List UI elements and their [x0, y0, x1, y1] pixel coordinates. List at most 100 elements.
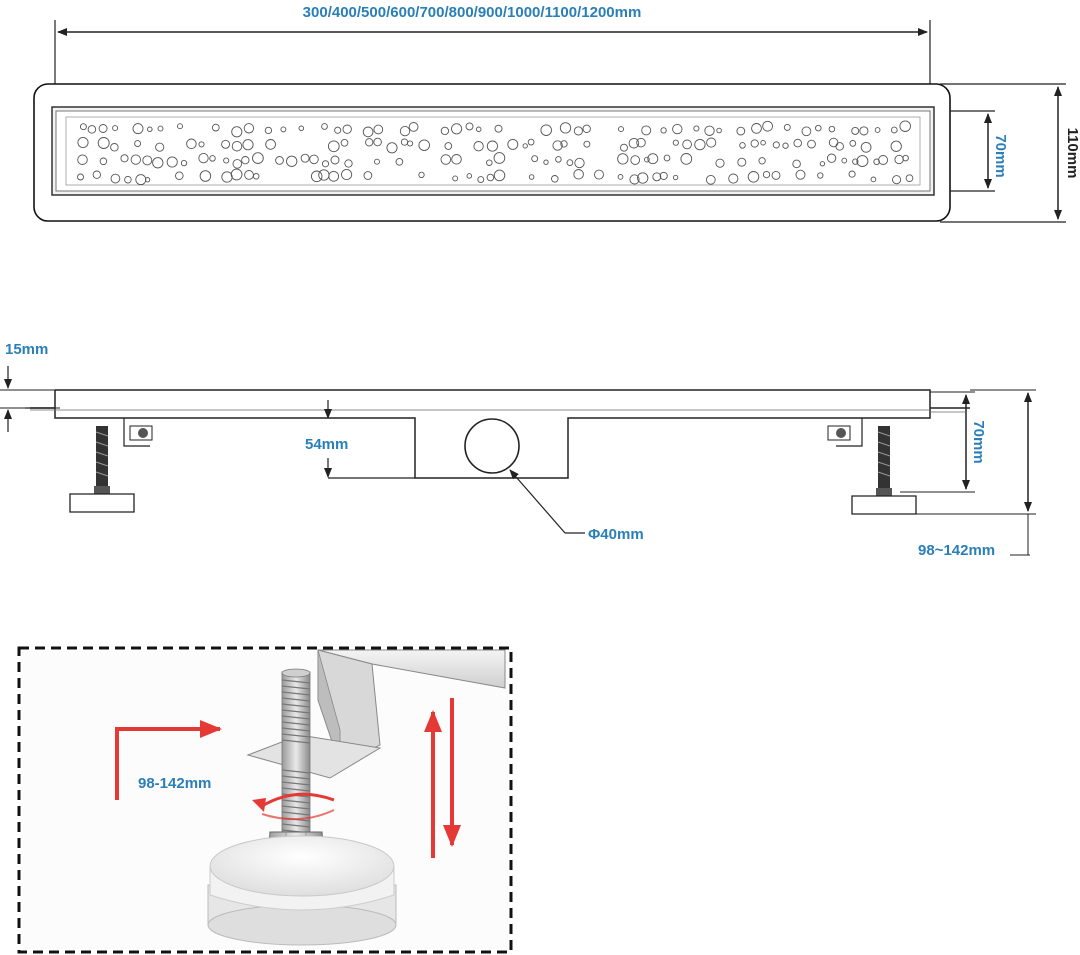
grate-hole	[835, 142, 844, 151]
grate-hole	[112, 125, 119, 132]
grate-hole	[528, 174, 535, 180]
grate-hole	[672, 139, 679, 146]
grate-hole	[849, 140, 857, 147]
grate-hole	[860, 141, 872, 153]
grate-hole	[374, 158, 380, 165]
rod-thread	[281, 709, 311, 714]
grate-hole	[418, 171, 425, 179]
rod-thread	[281, 775, 311, 780]
grate-hole	[475, 126, 482, 133]
grate-hole	[582, 124, 591, 133]
grate-hole	[682, 139, 692, 150]
grate-hole	[134, 140, 142, 148]
grate-hole	[494, 124, 503, 133]
grate-hole	[859, 126, 869, 136]
grate-hole	[899, 120, 911, 132]
grate-hole	[399, 125, 411, 137]
grate-hole	[672, 123, 683, 135]
grate-hole	[92, 170, 101, 179]
grate-hole	[440, 154, 452, 165]
grate-hole	[334, 126, 342, 134]
grate-hole	[783, 123, 791, 131]
grate-hole	[340, 138, 349, 147]
grate-hole	[772, 141, 780, 149]
rod-thread	[281, 787, 311, 792]
grate-hole	[363, 171, 373, 180]
rod-thread	[281, 679, 311, 684]
grate-hole	[620, 143, 628, 152]
grate-hole	[874, 127, 881, 133]
rod-thread	[281, 721, 311, 726]
grate-hole	[231, 126, 243, 138]
grate-hole	[652, 172, 662, 182]
grate-hole	[321, 160, 330, 168]
grate-hole	[660, 127, 667, 134]
grate-hole	[815, 124, 822, 132]
grate-hole	[264, 126, 273, 135]
top-view: 300/400/500/600/700/800/900/1000/1100/12…	[33, 4, 1080, 223]
grate-hole	[566, 159, 574, 166]
threaded-rod	[281, 668, 311, 843]
rod-thread	[281, 811, 311, 816]
grate-hole	[124, 175, 132, 184]
grate-hole	[132, 123, 144, 135]
grate-hole	[630, 155, 641, 165]
grate-hole	[231, 140, 243, 152]
grate-hole	[851, 126, 860, 135]
grate-hole	[573, 169, 584, 180]
grate-hole	[663, 154, 671, 162]
grate-hole	[386, 142, 398, 154]
grate-hole	[341, 168, 353, 181]
rod-thread	[281, 685, 311, 690]
grate-hole	[408, 122, 419, 132]
grate-hole	[175, 171, 184, 180]
grate-holes-pattern	[77, 120, 914, 186]
grate-hole	[155, 142, 165, 152]
grate-hole	[873, 158, 880, 166]
inner-width-label: 70mm	[992, 134, 1009, 177]
grate-hole	[583, 140, 591, 148]
detail-view: 98-142mm	[17, 646, 513, 954]
grate-hole	[243, 123, 255, 134]
outer-width-label: 110mm	[1064, 128, 1080, 179]
grate-hole	[310, 170, 323, 183]
grate-hole	[473, 141, 484, 152]
grate-hole	[522, 143, 528, 149]
grate-hole	[110, 173, 121, 184]
grate-hole	[452, 175, 459, 182]
grate-hole	[878, 155, 889, 165]
grate-hole	[559, 122, 572, 134]
rod-thread	[281, 697, 311, 702]
grate-hole	[486, 173, 495, 182]
grate-hole	[330, 155, 340, 165]
grate-hole	[493, 169, 506, 182]
grate-hole	[444, 142, 453, 150]
grate-hole	[737, 157, 747, 167]
adjust-l-arrow	[115, 720, 222, 800]
grate-hole	[762, 120, 773, 132]
grate-hole	[617, 153, 629, 165]
grate-hole	[142, 155, 153, 166]
grate-hole	[147, 126, 153, 133]
grate-hole	[186, 138, 197, 150]
grate-hole	[760, 139, 766, 146]
grate-hole	[527, 138, 535, 146]
rod-thread	[281, 715, 311, 720]
grate-hole	[486, 140, 498, 152]
grate-hole	[792, 159, 801, 169]
grate-hole	[771, 170, 781, 180]
grate-hole	[841, 157, 848, 164]
grate-hole	[902, 154, 909, 162]
grate-hole	[252, 173, 260, 180]
grate-hole	[704, 125, 715, 136]
grate-hole	[890, 140, 902, 152]
grate-hole	[817, 172, 824, 179]
grate-hole	[477, 176, 485, 184]
grate-hole	[680, 153, 693, 165]
grate-hole	[852, 158, 859, 165]
grate-hole	[451, 154, 462, 165]
grate-hole	[747, 171, 760, 183]
grate-hole	[79, 123, 87, 131]
grate-hole	[395, 157, 404, 166]
outlet-pipe-circle	[464, 418, 520, 474]
